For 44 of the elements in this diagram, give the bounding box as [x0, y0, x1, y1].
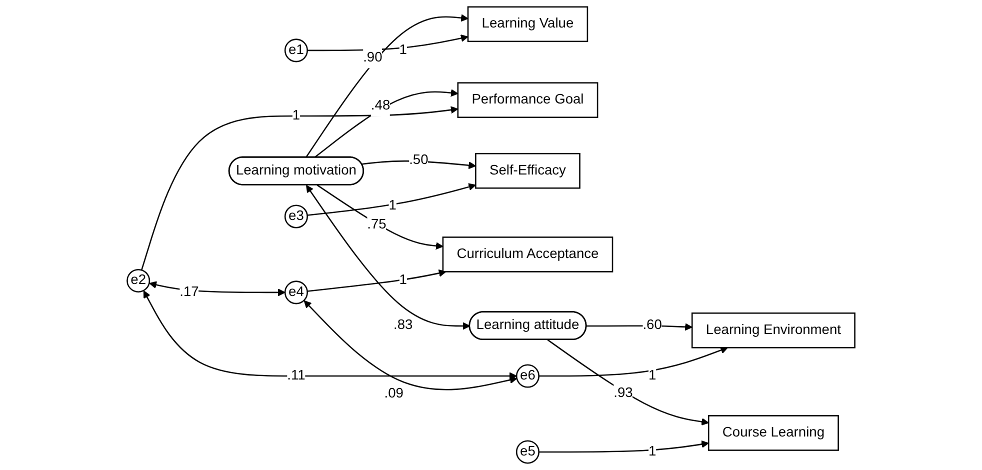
- node-circle: e6: [516, 364, 540, 388]
- edge-label: .83: [394, 318, 413, 333]
- arrow: [307, 183, 476, 216]
- arrow: [304, 300, 518, 390]
- edge-label: .50: [409, 152, 428, 168]
- edge-label: 1: [648, 444, 656, 459]
- arrow: [149, 281, 286, 296]
- node-box: Learning Value: [467, 6, 588, 42]
- node-circle: e5: [516, 440, 540, 464]
- node-box: Performance Goal: [457, 82, 598, 118]
- node-circle: e1: [284, 38, 308, 62]
- edge-label: .60: [642, 318, 662, 333]
- node-box: Self-Efficacy: [475, 152, 580, 189]
- edge-label: .93: [614, 386, 633, 400]
- arrow: [538, 440, 709, 453]
- arrow: [316, 184, 444, 250]
- arrow: [306, 185, 470, 330]
- edge-label: .75: [367, 217, 386, 232]
- arrow: [143, 290, 517, 380]
- edge-label: 1: [399, 42, 407, 58]
- edge-label: 1: [388, 198, 396, 213]
- arrow: [538, 346, 728, 377]
- arrow: [314, 89, 458, 158]
- arrow: [362, 160, 476, 170]
- edge-label: .11: [287, 368, 306, 383]
- node-box: Learning Environment: [691, 312, 856, 348]
- edge-label: .90: [363, 50, 382, 65]
- arrow: [547, 339, 709, 426]
- edge-label: .48: [370, 98, 390, 113]
- arrow: [586, 323, 692, 331]
- arrow: [307, 34, 468, 52]
- node-box: Curriculum Acceptance: [442, 236, 614, 272]
- arrow: [305, 14, 468, 158]
- edge-label: .09: [384, 386, 404, 401]
- arrow: [141, 106, 458, 270]
- node-box: Course Learning: [708, 415, 839, 451]
- edge-label: 1: [399, 272, 407, 288]
- edge-label: 1: [292, 108, 300, 123]
- node-circle: e4: [284, 280, 308, 304]
- edge-label: .17: [180, 284, 199, 300]
- node-circle: e3: [284, 204, 308, 228]
- arrow: [307, 269, 446, 292]
- node-circle: e2: [126, 268, 150, 292]
- edge-label: 1: [648, 368, 656, 383]
